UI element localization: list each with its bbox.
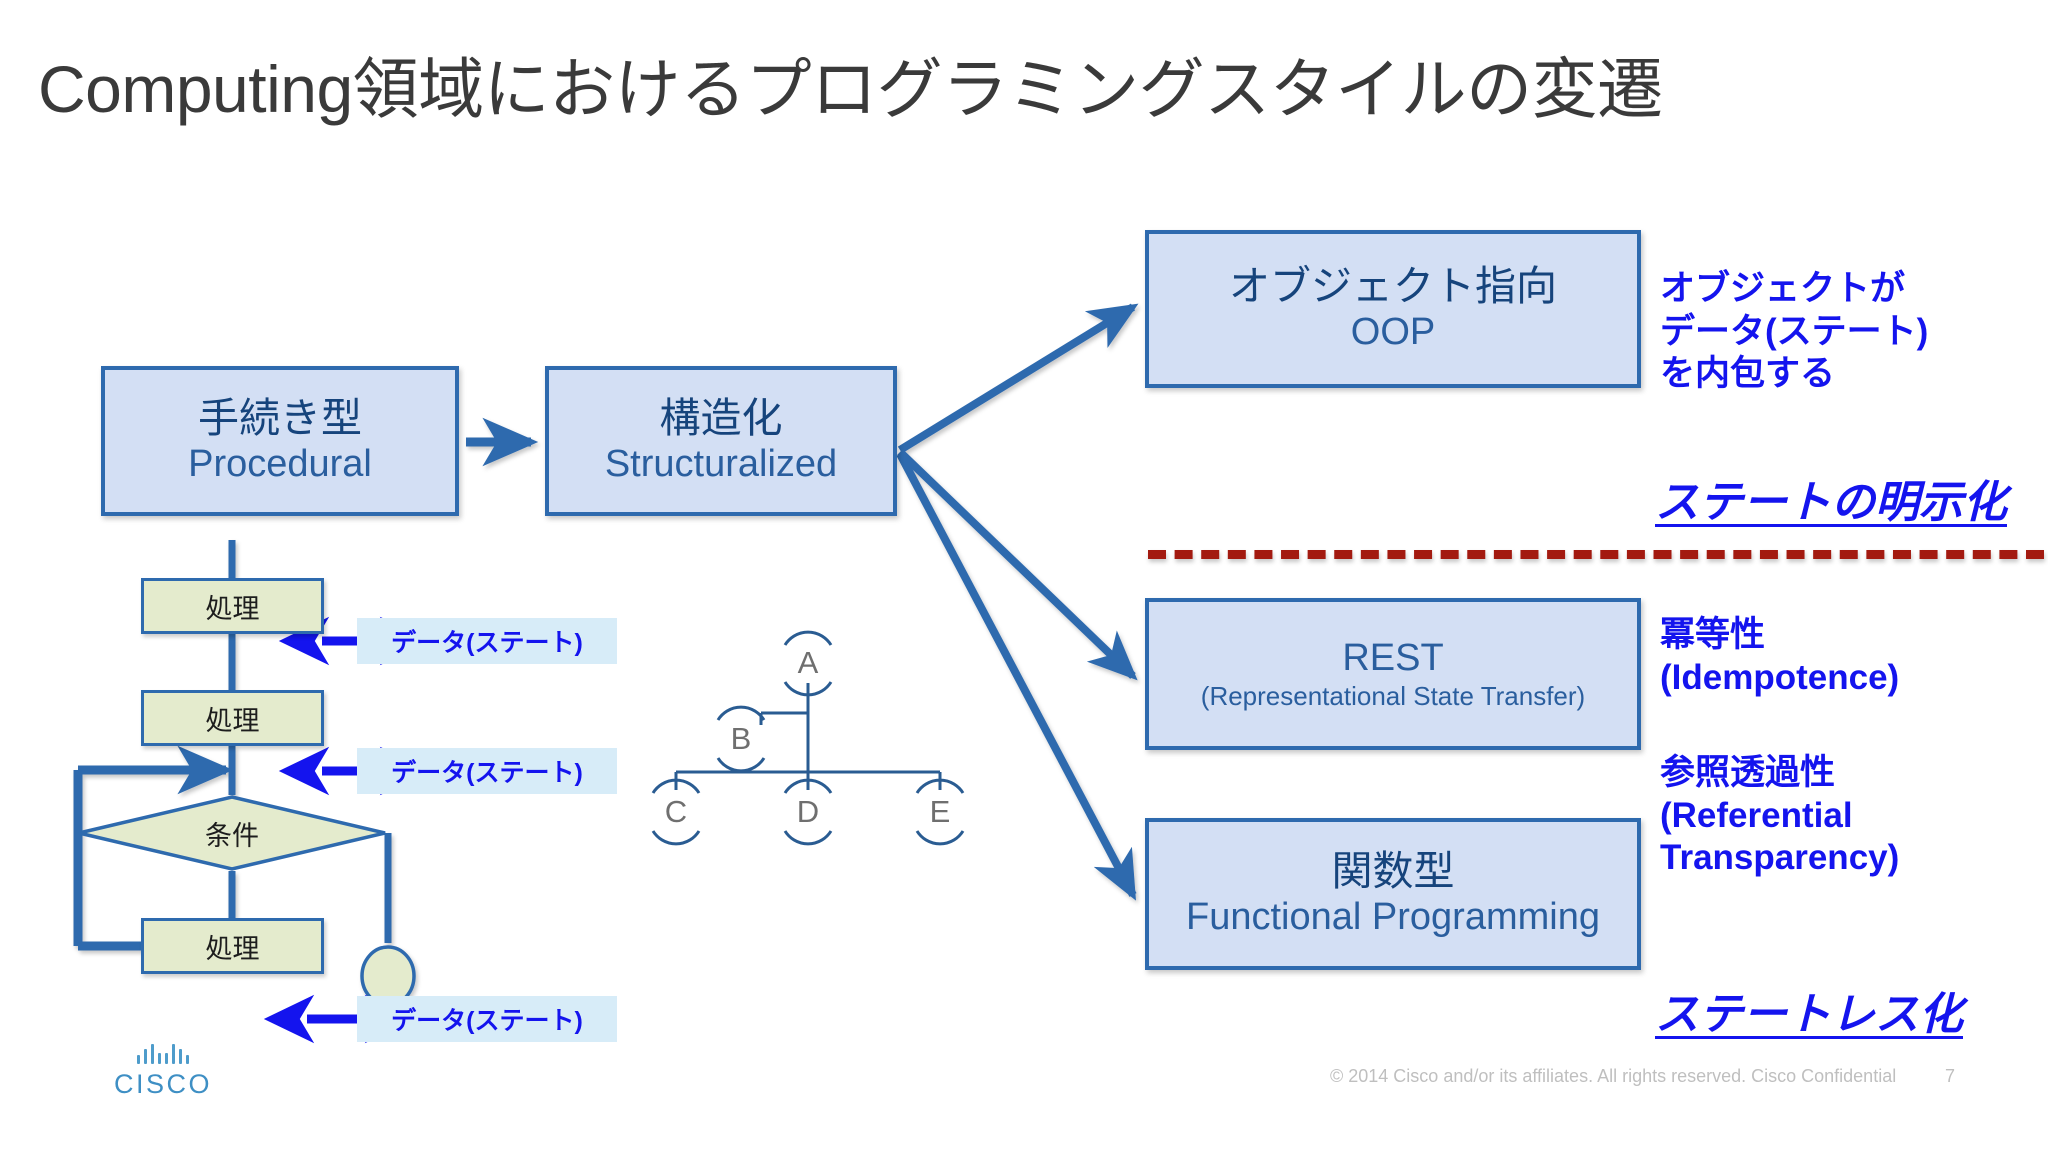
tree-diagram: A B C D E [630, 610, 990, 860]
footer-page-number: 7 [1945, 1066, 1956, 1086]
box-functional-jp: 関数型 [1331, 848, 1455, 895]
box-rest-subtitle: (Representational State Transfer) [1200, 681, 1586, 712]
tree-node-e: E [929, 794, 951, 829]
flowchart-process-1-label: 処理 [205, 593, 260, 624]
box-procedural-en: Procedural [188, 443, 372, 486]
annotation-explicit-state: ステートの明示化 [1655, 478, 2007, 527]
flowchart-process-1[interactable]: 処理 [141, 578, 324, 634]
tree-node-a: A [797, 645, 819, 680]
tree-node-d: D [796, 794, 820, 829]
flowchart-process-3-label: 処理 [205, 933, 260, 964]
cisco-bridge-icon [108, 1044, 218, 1064]
flowchart-condition-diamond[interactable]: 条件 [76, 795, 388, 871]
arrow-structuralized-to-oop [897, 303, 1139, 454]
box-oop-jp: オブジェクト指向 [1229, 263, 1557, 310]
box-structuralized[interactable]: 構造化 Structuralized [545, 366, 897, 516]
page-title: Computing領域におけるプログラミングスタイルの変遷 [38, 52, 1663, 126]
box-structuralized-jp: 構造化 [659, 395, 783, 442]
flowchart-process-2-label: 処理 [205, 705, 260, 736]
box-procedural-jp: 手続き型 [198, 395, 362, 442]
diamond-shape [78, 795, 386, 871]
box-rest[interactable]: REST (Representational State Transfer) [1145, 598, 1641, 750]
dashed-divider [1148, 550, 2044, 559]
box-functional[interactable]: 関数型 Functional Programming [1145, 818, 1641, 970]
annotation-idempotence: 冪等性 (Idempotence) [1660, 615, 1900, 697]
tree-node-c: C [664, 794, 688, 829]
flowchart-condition-label: 条件 [205, 820, 259, 851]
box-oop-en: OOP [1350, 311, 1436, 354]
data-state-chip-2: データ(ステート) [357, 748, 617, 794]
annotation-stateless: ステートレス化 [1655, 990, 1963, 1039]
box-procedural[interactable]: 手続き型 Procedural [101, 366, 459, 516]
flowchart-process-3[interactable]: 処理 [141, 918, 324, 974]
data-state-chip-3: データ(ステート) [357, 996, 617, 1042]
flowchart-process-2[interactable]: 処理 [141, 690, 324, 746]
cisco-logo: CISCO [108, 1044, 218, 1104]
annotation-referential: 参照透過性 (Referential Transparency) [1660, 753, 1900, 878]
annotation-oop-note: オブジェクトが データ(ステート) を内包する [1660, 269, 1929, 394]
cisco-wordmark: CISCO [113, 1069, 212, 1099]
box-structuralized-en: Structuralized [604, 443, 838, 486]
footer-copyright: © 2014 Cisco and/or its affiliates. All … [1330, 1066, 1897, 1086]
tree-node-b: B [730, 721, 752, 756]
box-functional-en: Functional Programming [1186, 896, 1600, 939]
box-rest-title: REST [1342, 636, 1444, 679]
tree-diagram-svg [651, 630, 965, 846]
data-state-chip-1: データ(ステート) [357, 618, 617, 664]
box-oop[interactable]: オブジェクト指向 OOP [1145, 230, 1641, 388]
